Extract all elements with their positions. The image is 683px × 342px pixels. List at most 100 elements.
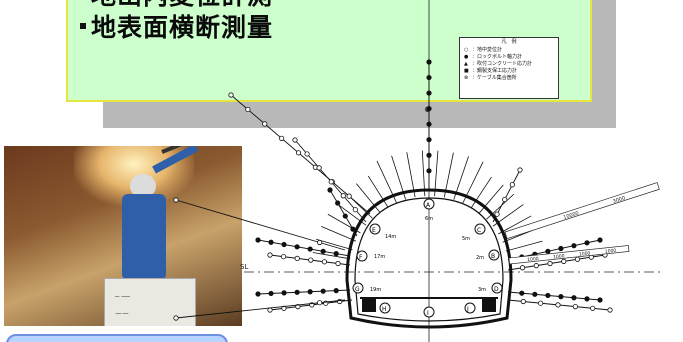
- measure-point: [532, 291, 538, 297]
- measure-point: [317, 300, 323, 306]
- measure-point: [555, 302, 561, 308]
- measure-point: [340, 193, 346, 199]
- point-label-e: E: [372, 227, 376, 234]
- point-markers: A 6m E 14m C 5m F 17m B 2m G 19m D 3m H …: [352, 198, 503, 318]
- bullet-dot: [80, 23, 86, 29]
- legend-symbol: ○: [464, 47, 469, 53]
- photo-signboard: ─ ── ーー: [104, 278, 196, 326]
- board-text-1: ─ ──: [115, 293, 130, 301]
- photo-worker: [122, 194, 166, 280]
- radial-line: [421, 150, 426, 197]
- measure-point: [307, 246, 313, 252]
- measure-point: [561, 258, 567, 264]
- measure-point: [294, 244, 300, 250]
- measure-point: [590, 305, 596, 311]
- site-photo: ─ ── ーー: [4, 146, 242, 326]
- measure-point: [584, 240, 590, 246]
- measure-point: [517, 167, 523, 173]
- sl-label: SL: [240, 263, 248, 271]
- legend-row: ○：地中変位計: [464, 47, 554, 54]
- measure-point: [571, 295, 577, 301]
- dim-label: 1000: [579, 250, 591, 257]
- measure-point: [328, 179, 334, 185]
- legend-title: 凡 例: [501, 39, 517, 45]
- radial-line: [367, 175, 389, 208]
- measure-point: [228, 92, 234, 98]
- legend-row: ▲：吹付コンクリート応力計: [464, 61, 554, 68]
- point-label-b: B: [491, 253, 495, 260]
- measure-point: [281, 241, 287, 248]
- measure-point: [335, 260, 341, 267]
- measure-point: [268, 239, 274, 245]
- point-label-h: H: [382, 306, 387, 313]
- measure-point: [316, 165, 322, 171]
- measure-point: [597, 237, 603, 243]
- measure-point: [262, 121, 268, 127]
- measure-point: [558, 245, 564, 252]
- point-label-d: D: [494, 286, 499, 293]
- radial-line: [316, 238, 353, 251]
- footing-right: [482, 298, 496, 312]
- tunnel-outer-lining: [345, 188, 513, 329]
- dim-label: 10000: [563, 210, 580, 221]
- measure-point: [317, 239, 323, 246]
- radial-line: [406, 152, 416, 198]
- measure-point: [426, 168, 432, 174]
- point-label-i: I: [427, 310, 429, 317]
- footing-left: [362, 298, 376, 312]
- measure-point: [547, 260, 553, 267]
- measure-point: [426, 137, 432, 143]
- measure-point: [333, 287, 339, 294]
- depth-label: 19m: [370, 287, 381, 293]
- legend-label: ：鋼製支保工応力計: [472, 68, 518, 74]
- radial-line: [335, 202, 367, 226]
- legend-label: ：ロックボルト軸力計: [472, 54, 523, 60]
- measure-point: [494, 211, 500, 217]
- dim-label: 1000: [605, 248, 617, 255]
- measure-point: [571, 243, 577, 249]
- measure-point: [426, 74, 432, 81]
- depth-label: 14m: [385, 234, 396, 240]
- radial-line: [356, 183, 381, 213]
- depth-label: 2m: [476, 255, 484, 261]
- bullet-line-1: 地山内変位計測: [80, 0, 273, 12]
- measure-point: [545, 248, 551, 254]
- radial-line: [443, 152, 454, 198]
- measure-point: [509, 182, 515, 188]
- measure-point: [519, 265, 526, 271]
- radial-line: [498, 215, 532, 235]
- dimension-bar-lower: 1000 1000 1000 1000: [508, 245, 630, 265]
- depth-label: 3m: [478, 287, 486, 293]
- measure-point: [350, 226, 356, 232]
- instrument-line: [175, 299, 346, 319]
- radial-line: [321, 226, 357, 242]
- radial-measure-lines: [312, 150, 543, 260]
- measure-point: [255, 237, 261, 243]
- radial-line: [312, 252, 351, 260]
- point-label-c: C: [477, 227, 481, 234]
- radial-line: [462, 161, 484, 204]
- measure-point: [245, 106, 251, 113]
- measure-point: [268, 290, 274, 297]
- legend-symbol: ●: [464, 54, 469, 60]
- legend-label: ：ケーブル集合箇所: [472, 75, 517, 81]
- measure-point: [335, 200, 341, 206]
- legend-row: ⊗：ケーブル集合箇所: [464, 75, 554, 82]
- measure-point: [295, 150, 302, 156]
- measure-point: [574, 256, 581, 262]
- point-label-g: G: [355, 286, 360, 293]
- measure-point: [307, 289, 313, 295]
- legend-label: ：吹付コンクリート応力計: [472, 61, 533, 67]
- dimension-bar-upper: 10000 3000: [504, 182, 660, 240]
- radial-line: [492, 204, 524, 227]
- legend-row: ●：ロックボルト軸力計: [464, 54, 554, 61]
- measure-point: [320, 248, 326, 254]
- measure-point: [426, 152, 432, 158]
- radial-line: [505, 240, 543, 252]
- measure-point: [173, 197, 179, 203]
- legend-symbol: ■: [464, 68, 469, 74]
- dim-label: 1000: [553, 253, 565, 260]
- legend-row: ■：鋼製支保工応力計: [464, 68, 554, 75]
